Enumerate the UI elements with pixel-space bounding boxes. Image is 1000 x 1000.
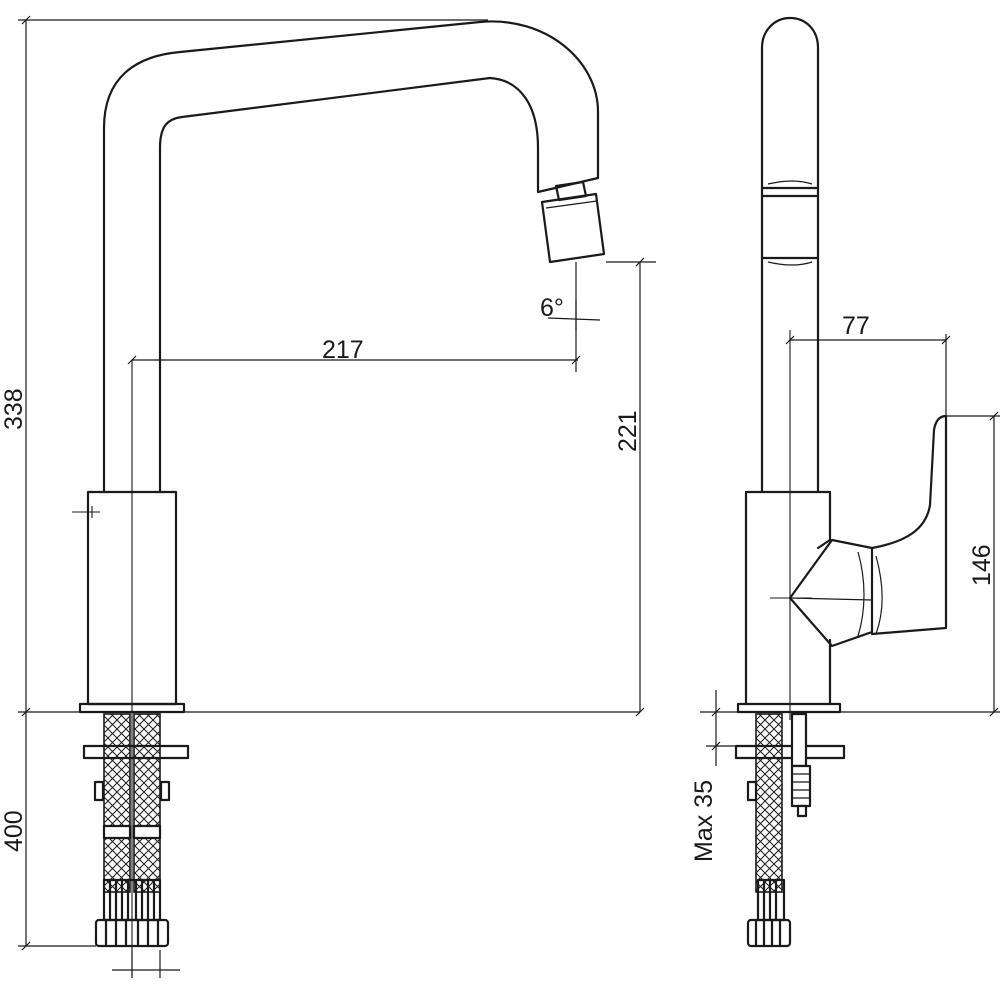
spout-outline xyxy=(102,20,600,494)
dimension-ticks xyxy=(21,15,999,951)
aerator xyxy=(540,180,606,264)
side-spout xyxy=(760,16,820,494)
dim-total-height: 338 xyxy=(0,388,28,430)
dim-spout-reach: 217 xyxy=(322,336,364,364)
dim-lever-height: 146 xyxy=(968,544,996,586)
lever-cone xyxy=(788,538,874,648)
lever-handle xyxy=(870,414,948,636)
dimension-lines xyxy=(18,19,1000,978)
hose-right xyxy=(133,713,161,893)
dim-hose-length: 400 xyxy=(0,810,28,852)
dim-aerator-angle: 6° xyxy=(540,294,564,322)
side-view xyxy=(700,16,1000,948)
dim-lever-offset: 77 xyxy=(842,312,870,340)
front-view xyxy=(18,20,640,978)
dim-spout-height: 221 xyxy=(614,410,642,452)
dim-max-deck: Max 35 xyxy=(690,780,718,862)
side-hose xyxy=(755,713,783,893)
hose-left xyxy=(103,713,131,893)
